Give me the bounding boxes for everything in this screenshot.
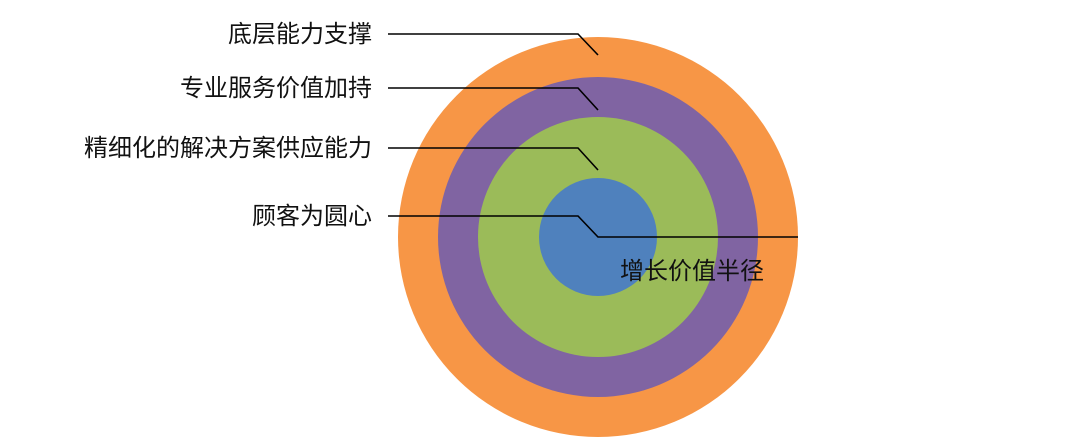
leader-line-foundation [388, 33, 599, 56]
label-foundation: 底层能力支撑 [228, 20, 372, 48]
label-customer-core: 顾客为圆心 [252, 202, 372, 230]
leader-line-refined-solutions [388, 147, 599, 171]
label-professional-service: 专业服务价值加持 [180, 74, 372, 102]
label-growth-value-radius: 增长价值半径 [620, 257, 764, 285]
label-refined-solutions: 精细化的解决方案供应能力 [84, 134, 372, 162]
leader-line-professional-service [388, 87, 599, 111]
leader-line-customer-core [388, 215, 798, 238]
